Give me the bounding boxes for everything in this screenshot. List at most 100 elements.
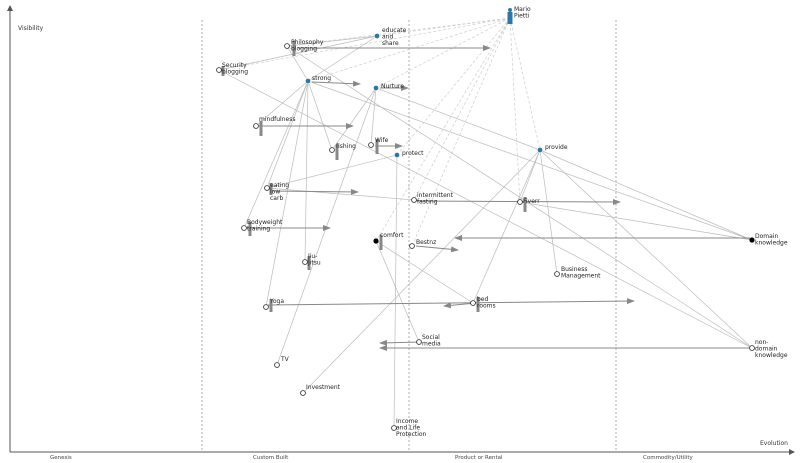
component-nurture[interactable]: Nurture [373, 83, 404, 91]
link-provide-investment [302, 149, 541, 394]
component-dot [411, 197, 417, 203]
component-label-line: eating [270, 182, 289, 189]
link-fiverr-domain [519, 201, 753, 241]
component-dot [373, 85, 379, 91]
link-comfort-social [375, 240, 420, 343]
link-strong-mindfulness [255, 80, 309, 127]
component-dot [394, 152, 400, 158]
component-provide[interactable]: provide [537, 144, 568, 153]
component-label: Fiverr [523, 198, 540, 205]
component-wife[interactable]: Wife [368, 137, 389, 148]
inertia-philosophy [292, 41, 296, 56]
inertia-bars [221, 41, 527, 312]
component-label-line: mindfulness [259, 116, 295, 123]
component-dot [391, 425, 397, 431]
link-nurture-provide [375, 87, 541, 151]
component-label: comfort [380, 232, 404, 239]
component-label: Yoga [269, 298, 284, 305]
component-fiverr[interactable]: Fiverr [517, 198, 541, 205]
component-jiujitsu[interactable]: Jiu-Jitsu [302, 253, 321, 267]
component-dot [554, 271, 560, 277]
component-comfort[interactable]: comfort [373, 232, 404, 244]
link-nurture-tv [276, 87, 377, 366]
component-mindfulness[interactable]: mindfulness [253, 116, 296, 129]
link-security-nondomain [218, 69, 753, 349]
component-label-line: rooms [477, 303, 496, 310]
component-label-line: Pietti [514, 13, 530, 20]
component-label-line: non- [755, 339, 768, 346]
stage-genesis: Genesis [50, 455, 72, 461]
inertia-fiverr [523, 197, 527, 212]
inertia-bodyweight [248, 222, 252, 236]
component-fishing[interactable]: fishing [329, 143, 357, 153]
user-icon [507, 12, 513, 24]
link-mario-fiverr [509, 17, 521, 203]
component-dot [416, 339, 422, 345]
component-dot [749, 237, 755, 243]
inertia-wife [375, 139, 379, 154]
component-label-line: TV [280, 356, 290, 363]
component-label-line: fasting [417, 199, 438, 206]
component-dot [253, 123, 259, 129]
component-protect[interactable]: protect [394, 150, 424, 158]
component-label: mindfulness [259, 116, 295, 123]
component-label-line: Yoga [269, 298, 284, 305]
component-label-line: low [270, 189, 280, 196]
component-label-line: Wife [375, 137, 389, 144]
component-dot [470, 300, 476, 306]
component-label-line: knowledge [755, 240, 788, 247]
component-bestnz[interactable]: Bestnz [409, 239, 437, 249]
component-label-line: Bestnz [416, 239, 436, 246]
x-axis-label: Evolution [760, 440, 788, 447]
link-mario-strong [307, 17, 511, 82]
component-label: Jiu-Jitsu [307, 253, 321, 267]
stage-commodity: Commodity/Utility [643, 455, 693, 461]
component-tv[interactable]: TV [274, 356, 290, 368]
stage-custom-built: Custom Built [253, 455, 289, 461]
component-label-line: Management [561, 273, 601, 280]
component-strong[interactable]: strong [305, 75, 331, 84]
link-strong-eating [266, 80, 309, 189]
component-label-line: Mario [514, 6, 531, 13]
component-label-line: training [247, 226, 270, 233]
link-intermittent-eating [266, 187, 415, 201]
link-philosophy-strong [286, 45, 309, 82]
component-label-line: media [422, 341, 441, 348]
component-label-line: blogging [291, 46, 317, 53]
component-yoga[interactable]: Yoga [263, 298, 285, 310]
component-label-line: Philosophy [291, 39, 324, 46]
link-provide-domain [539, 149, 753, 241]
component-dot [263, 304, 269, 310]
link-strong-yoga [265, 80, 309, 308]
component-dot [537, 147, 543, 153]
user-head-icon [508, 8, 512, 12]
component-dot [517, 199, 523, 205]
component-investment[interactable]: Investment [300, 384, 341, 396]
link-provide-fiverr [519, 149, 541, 203]
component-label-line: comfort [380, 232, 404, 239]
